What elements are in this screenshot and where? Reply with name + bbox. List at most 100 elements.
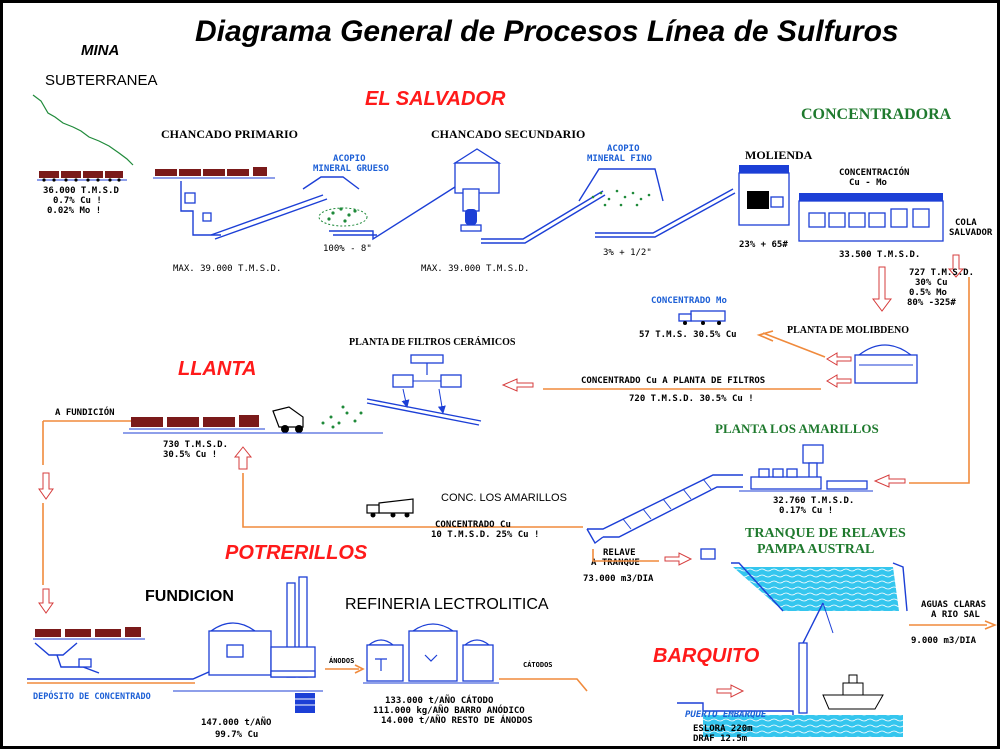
molienda-label: MOLIENDA [745,148,813,162]
fino-pile [591,189,651,207]
fino-conveyor [595,188,734,234]
llanta-train-icon [129,415,265,430]
acopio-grueso: ACOPIO MINERAL GRUESO 100% - 8" [302,154,456,254]
aguas-arrow-icon [984,620,997,630]
concentracion-label: CONCENTRACIÓN [839,166,909,178]
relave-tranque: A TRANQUE [591,558,640,568]
puerto-embarque: PUERTO EMBARQUE ESLORA 220m DRAF 12.5m [677,602,903,744]
mill-roof [739,165,789,173]
salvador-label: SALVADOR [949,228,993,238]
diagram-title: Diagrama General de Procesos Línea de Su… [195,15,899,48]
amarillos-tms: 32.760 T.M.S.D. [773,496,854,506]
cone-crusher-icon [465,209,477,225]
conc-output-tms: 727 T.M.S.D. [909,268,974,278]
planta-amarillos: PLANTA LOS AMARILLOS 32.760 T.M.S.D. 0.1… [586,277,970,545]
amarillos-to-llanta [242,473,583,528]
puerto-eslora: ESLORA 220m [693,724,753,734]
launder-struts [622,478,712,530]
fundicion: FUNDICION DEPÓSITO DE CONCENTRADO 147 [27,576,323,740]
aguas-label1: AGUAS CLARAS [921,600,986,610]
ceramic-filter-icon [392,354,462,388]
deposito-train-icon [33,627,145,640]
cola-label: COLA [955,218,977,228]
mina-cu: 0.7% Cu ! [53,196,102,206]
chancado-secundario: CHANCADO SECUNDARIO MAX. 39.000 T.M.S.D. [421,127,606,274]
molibdeno: CONCENTRADO Mo 57 T.M.S. 30.5% Cu PLANTA… [639,296,918,384]
mina-mo: 0.02% Mo ! [47,206,101,216]
puerto-label: PUERTO EMBARQUE [685,710,767,720]
mina-label: MINA [81,42,119,59]
planta-molibdeno-label: PLANTA DE MOLIBDENO [787,325,909,336]
secondary-building [452,148,502,232]
concentrate-pile [321,405,363,429]
concentradora: CONCENTRADORA CONCENTRACIÓN Cu - Mo 33.5… [798,106,993,308]
acopio-grueso-label1: ACOPIO [333,154,366,164]
mina-tms: 36.000 T.M.S.D [43,186,119,196]
fundicion-label: FUNDICION [145,588,234,605]
relave-flow: 73.000 m3/DIA [583,574,654,584]
fino-size: 3% + 1/2" [603,248,652,258]
secondary-conveyor [481,190,604,240]
arrow-left-icon [826,352,852,366]
aguas-flow: 9.000 m3/DIA [911,636,977,646]
aguas-label2: A RIO SAL [931,610,980,620]
conc-output-size: 80% -325# [907,298,956,308]
concentrado-mo-label: CONCENTRADO Mo [651,296,727,306]
region-barquito: BARQUITO [653,645,760,667]
secundario-max: MAX. 39.000 T.M.S.D. [421,264,529,274]
flotation-cells-icon [808,208,930,228]
catodos-flow [499,678,588,692]
filtros-conveyor [366,398,482,422]
arrow-to-filtros-icon [501,378,534,392]
smelter-conveyor [27,662,230,680]
truck-mo-icon [678,310,726,325]
tailings-pond [733,567,899,611]
truck-amarillos-icon [366,498,414,518]
conc-output-mo: 0.5% Mo [909,288,947,298]
llanta-loading: A FUNDICIÓN 730 T.M.S.D. 30.5% Cu ! [38,405,383,614]
grueso-size: 100% - 8" [323,244,372,254]
region-potrerillos: POTRERILLOS [225,542,368,564]
tranque-label1: TRANQUE DE RELAVES [745,526,906,541]
amarillos-label: PLANTA LOS AMARILLOS [715,421,879,436]
arrow-relave-icon [664,552,693,566]
subterranea-label: SUBTERRANEA [45,72,158,89]
cola-arrow-icon [947,254,965,278]
flow-filtros-data: 720 T.M.S.D. 30.5% Cu ! [629,394,754,404]
refineria-line2: 111.000 kg/AÑO BARRO ANÓDICO [373,704,525,716]
primary-crusher-pit [180,181,221,236]
refineria-line1: 133.000 t/AÑO CÁTODO [385,694,494,706]
mine-slope [32,94,134,166]
deposito-label: DEPÓSITO DE CONCENTRADO [33,690,151,702]
refineria-line3: 14.000 t/AÑO RESTO DE ÁNODOS [381,714,533,726]
primary-conveyor [210,194,324,236]
acopio-fino-label2: MINERAL FINO [587,154,653,164]
primary-train-icon [153,167,275,179]
amarillos-launder [587,474,743,530]
up-arrow-llanta-icon [233,446,253,470]
ball-mill-icon [747,191,769,209]
down-arrow-icon [872,266,892,312]
feeder-icon [202,212,212,222]
flow-to-filtros: CONCENTRADO Cu A PLANTA DE FILTROS 720 T… [501,374,852,404]
acopio-fino: ACOPIO MINERAL FINO 3% + 1/2" [578,144,736,258]
tranque-pump-icon [700,548,716,560]
acopio-fino-label1: ACOPIO [607,144,640,154]
conc-amarillos-2: 10 T.M.S.D. 25% Cu ! [431,530,539,540]
sea [703,715,903,737]
grueso-dome [302,176,360,190]
llanta-tms: 730 T.M.S.D. [163,440,228,450]
loader-icon [272,406,304,433]
concentracion-cu-mo: Cu - Mo [849,178,887,188]
conc-output-cu: 30% Cu [915,278,948,288]
fundicion-cu: 99.7% Cu [215,730,258,740]
acopio-grueso-label2: MINERAL GRUESO [313,164,389,174]
smelter-building-icon [208,576,316,713]
ship-icon [822,674,884,710]
molibdeno-building [854,354,918,384]
anodos-label: ÁNODOS [329,656,354,665]
chancado-secundario-label: CHANCADO SECUNDARIO [431,127,585,141]
down-arrow-deposito-icon [38,588,54,614]
deposito-hopper [34,642,78,656]
grueso-pile [318,207,368,227]
